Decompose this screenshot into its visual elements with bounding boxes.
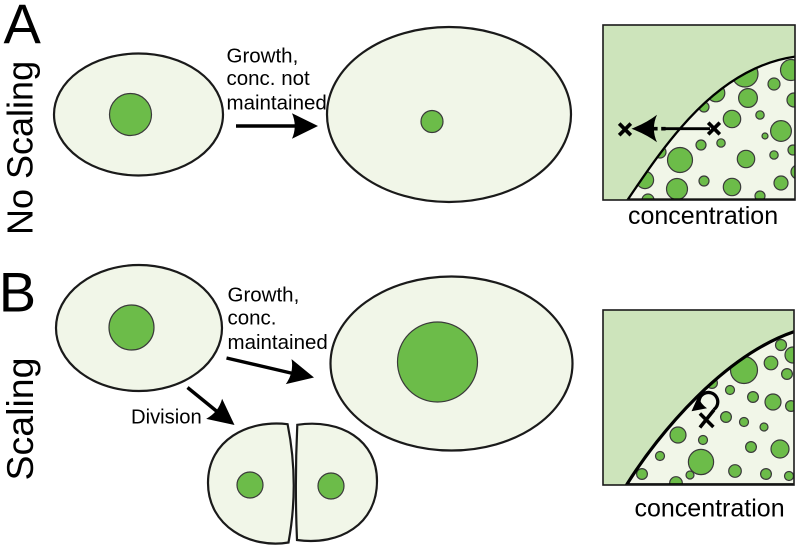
svg-text:maintained: maintained xyxy=(227,92,327,115)
svg-text:Division: Division xyxy=(131,407,202,429)
svg-text:concentration: concentration xyxy=(628,202,778,230)
svg-text:Scaling: Scaling xyxy=(0,358,41,481)
svg-text:No Scaling: No Scaling xyxy=(0,61,41,235)
svg-text:conc.: conc. xyxy=(228,307,277,330)
svg-text:conc. not: conc. not xyxy=(227,67,310,90)
svg-text:maintained: maintained xyxy=(228,331,328,354)
svg-text:Growth,: Growth, xyxy=(228,284,300,307)
svg-text:B: B xyxy=(0,261,36,324)
svg-text:concentration: concentration xyxy=(635,495,785,523)
svg-text:A: A xyxy=(4,0,42,55)
svg-text:Growth,: Growth, xyxy=(227,45,299,68)
